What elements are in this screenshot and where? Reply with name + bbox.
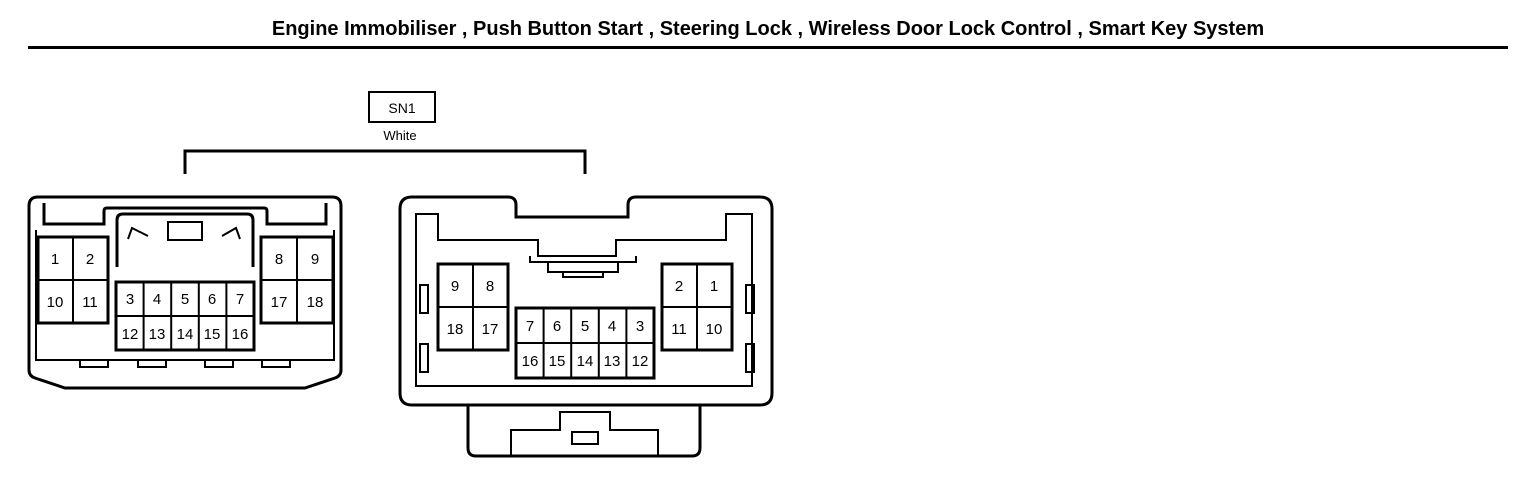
pin-label: 1 <box>51 251 59 268</box>
pin-label: 3 <box>636 318 644 335</box>
pin-label: 11 <box>671 321 687 338</box>
pin-label: 7 <box>526 318 534 335</box>
pin-label: 15 <box>549 353 566 370</box>
pin-label: 6 <box>208 291 216 308</box>
pin-label: 6 <box>553 318 561 335</box>
pin-label: 16 <box>232 326 249 343</box>
pin-label: 13 <box>604 353 621 370</box>
pin-label: 11 <box>82 294 98 311</box>
pin-label: 9 <box>451 278 459 295</box>
pin-label: 18 <box>447 321 464 338</box>
pin-label: 7 <box>236 291 244 308</box>
pin-label: 17 <box>482 321 499 338</box>
pin-label: 9 <box>311 251 319 268</box>
pin-label: 12 <box>122 326 139 343</box>
pin-label: 3 <box>126 291 134 308</box>
pin-label: 18 <box>307 294 324 311</box>
right-pin-grid <box>438 264 732 378</box>
pin-label: 17 <box>271 294 288 311</box>
pin-label: 4 <box>153 291 161 308</box>
left-pin-grid <box>38 237 333 350</box>
pin-label: 5 <box>581 318 589 335</box>
pin-label: 1 <box>710 278 718 295</box>
pin-label: 2 <box>675 278 683 295</box>
pin-label: 4 <box>608 318 616 335</box>
right-pin-labels: 9 8 18 17 7 6 5 4 3 16 15 14 13 12 2 1 1… <box>447 278 723 370</box>
pin-label: 10 <box>706 321 723 338</box>
connector-color-label: White <box>383 128 416 143</box>
pin-label: 16 <box>522 353 539 370</box>
pin-label: 2 <box>86 251 94 268</box>
pin-label: 14 <box>577 353 594 370</box>
pin-label: 8 <box>275 251 283 268</box>
view-bracket <box>183 149 587 174</box>
pin-label: 10 <box>47 294 64 311</box>
pin-label: 14 <box>177 326 194 343</box>
page-title: Engine Immobiliser , Push Button Start ,… <box>271 18 1265 40</box>
pin-label: 8 <box>486 278 494 295</box>
connector-code: SN1 <box>388 100 415 116</box>
left-pin-labels: 1 2 10 11 3 4 5 6 7 12 13 14 15 16 8 9 1… <box>47 251 324 343</box>
pin-label: 13 <box>149 326 166 343</box>
pin-label: 5 <box>181 291 189 308</box>
pin-label: 15 <box>204 326 221 343</box>
title-divider <box>28 46 1508 49</box>
pin-label: 12 <box>632 353 649 370</box>
connector-code-box <box>368 91 436 123</box>
